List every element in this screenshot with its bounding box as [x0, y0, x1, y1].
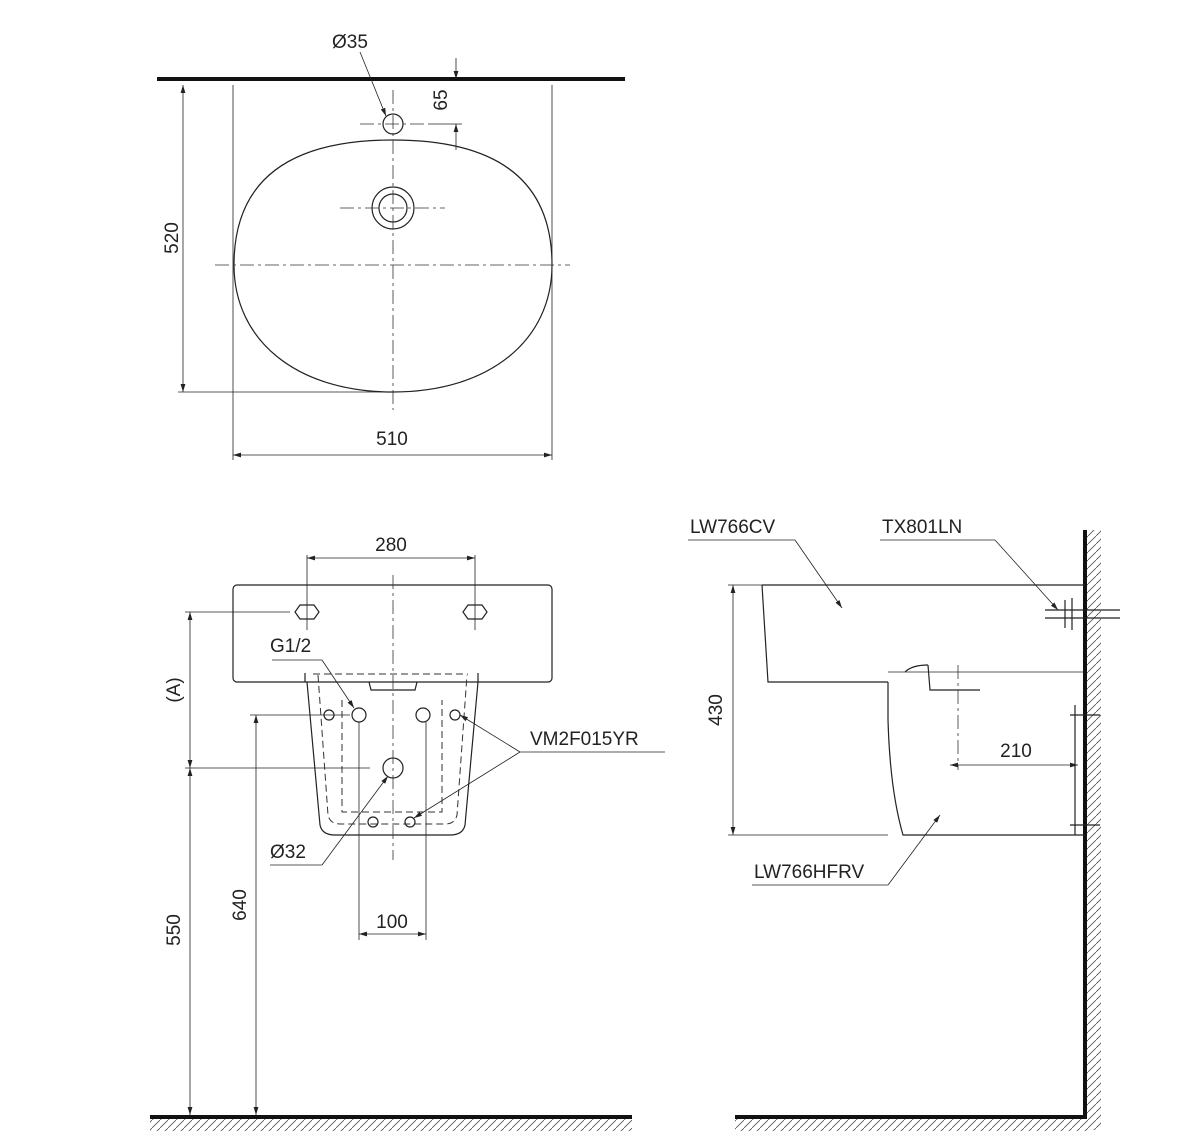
basin-side-profile — [761, 584, 1085, 836]
height-dim-side: 430 — [706, 694, 727, 726]
drain-spacing-dim: 100 — [376, 912, 408, 933]
depth-dim: 520 — [162, 222, 183, 254]
fixing-kit-label: VM2F015YR — [530, 729, 639, 750]
bracket-bolt — [1045, 598, 1120, 630]
tap-connection-left — [294, 604, 320, 620]
basin-model-label: LW766CV — [690, 517, 776, 538]
basin-front — [232, 584, 553, 683]
tap-connection-right — [462, 604, 488, 620]
top-view: 520 510 65 Ø35 — [157, 32, 625, 460]
height-a-dim: (A) — [164, 677, 185, 702]
height-640-dim: 640 — [230, 889, 251, 921]
hole-dia-label: Ø35 — [332, 32, 368, 53]
tap-spacing-dim: 280 — [375, 535, 407, 556]
front-view: 280 (A) 550 640 100 G1/2 VM2F015YR Ø32 — [150, 535, 665, 1131]
bracket-model-label: TX801LN — [882, 517, 962, 538]
height-550-dim: 550 — [164, 914, 185, 946]
projection-dim: 210 — [1000, 741, 1032, 762]
pedestal-front — [304, 673, 479, 836]
drain-dia-label: Ø32 — [270, 842, 306, 863]
thread-label: G1/2 — [270, 636, 311, 657]
hole-offset-dim: 65 — [431, 89, 452, 110]
pedestal-model-label: LW766HFRV — [754, 862, 864, 883]
side-view: 430 210 LW766CV TX801LN LW766HFRV — [688, 517, 1120, 1131]
width-dim: 510 — [376, 429, 408, 450]
